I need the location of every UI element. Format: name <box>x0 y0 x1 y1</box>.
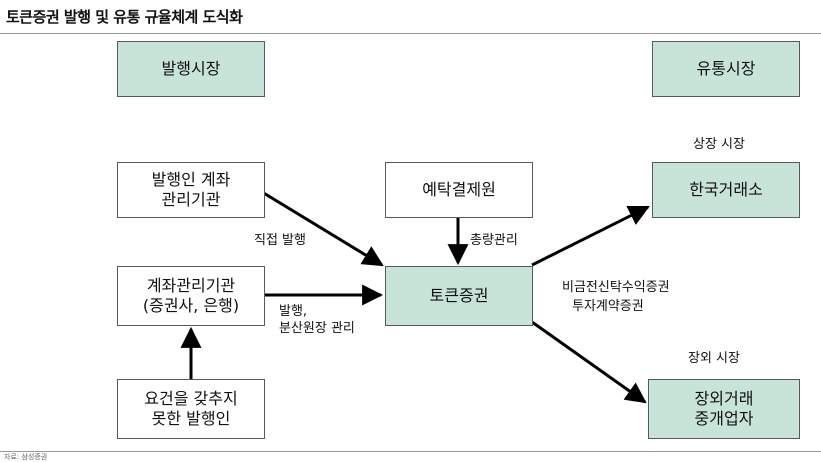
bottom-divider <box>0 451 821 452</box>
total-management-label: 총량관리 <box>470 233 518 248</box>
token-security-box: 토큰증권 <box>385 266 533 326</box>
top-divider <box>0 33 821 34</box>
distribution-market-box: 유통시장 <box>652 41 800 97</box>
non-financial-trust-label: 비금전신탁수익증권 <box>562 280 670 295</box>
investment-contract-label: 투자계약증권 <box>572 299 644 314</box>
arrow-to-exchange <box>531 205 650 267</box>
issuance-market-box: 발행시장 <box>117 41 265 97</box>
issuance-ledger-label: 발행, 분산원장 관리 <box>279 304 355 336</box>
otc-broker-box: 장외거래 중개업자 <box>648 379 800 439</box>
unqualified-issuer-box: 요건을 갖추지 못한 발행인 <box>117 379 265 439</box>
korea-exchange-box: 한국거래소 <box>652 162 800 218</box>
direct-issuance-label: 직접 발행 <box>254 233 306 248</box>
arrow-direct-issuance <box>261 190 384 267</box>
arrow-to-otc <box>531 320 647 404</box>
listed-market-label: 상장 시장 <box>693 137 745 152</box>
account-institution-box: 계좌관리기관 (증권사, 은행) <box>117 266 265 326</box>
diagram-title: 토큰증권 발행 및 유통 규율체계 도식화 <box>6 8 243 26</box>
ksd-box: 예탁결제원 <box>385 162 533 218</box>
issuer-account-institution-box: 발행인 계좌 관리기관 <box>117 162 265 218</box>
source-note: 자료: 삼성증권 <box>4 453 48 461</box>
otc-market-label: 장외 시장 <box>688 351 740 366</box>
